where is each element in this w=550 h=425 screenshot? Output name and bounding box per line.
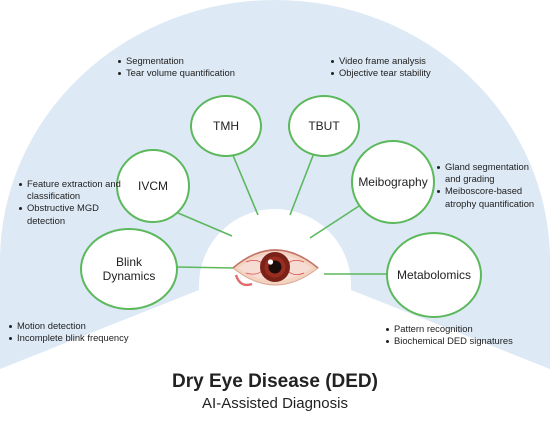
diagram-subtitle: AI-Assisted Diagnosis [202, 395, 348, 412]
connector-tmh [231, 152, 259, 216]
list-item: Incomplete blink frequency [8, 332, 168, 344]
node-blink-dynamics: Blink Dynamics [80, 228, 178, 310]
ivcm-bullets: Feature extraction and classification Ob… [18, 178, 126, 227]
list-item: Motion detection [8, 320, 168, 332]
node-label: Metabolomics [396, 267, 472, 282]
node-label: TBUT [308, 118, 340, 133]
connector-lines [176, 152, 388, 275]
list-item: Pattern recognition [385, 323, 545, 335]
red-eye-icon [232, 249, 319, 287]
connector-ivcm [177, 212, 233, 237]
meibography-bullets: Gland segmentation and grading Meiboscor… [436, 161, 540, 210]
blink-bullets: Motion detection Incomplete blink freque… [8, 320, 168, 344]
node-tmh: TMH [190, 95, 262, 157]
list-item: Obstructive MGD detection [18, 202, 126, 226]
list-item: Objective tear stability [330, 67, 480, 79]
node-tbut: TBUT [288, 95, 360, 157]
tmh-bullets: Segmentation Tear volume quantification [117, 55, 257, 79]
list-item: Gland segmentation and grading [436, 161, 540, 185]
list-item: Segmentation [117, 55, 257, 67]
diagram-title: Dry Eye Disease (DED) [172, 371, 378, 392]
node-label: TMH [213, 118, 239, 133]
node-label: Meibography [358, 174, 428, 189]
connector-blink [176, 266, 235, 269]
node-meibography: Meibography [351, 140, 435, 224]
node-ivcm: IVCM [116, 149, 190, 223]
tbut-bullets: Video frame analysis Objective tear stab… [330, 55, 480, 79]
node-label: IVCM [138, 178, 168, 193]
list-item: Tear volume quantification [117, 67, 257, 79]
connector-meibography [309, 205, 360, 239]
node-label: Blink Dynamics [102, 254, 156, 283]
connector-tbut [289, 152, 315, 216]
list-item: Feature extraction and classification [18, 178, 126, 202]
node-metabolomics: Metabolomics [386, 232, 482, 318]
metabolomics-bullets: Pattern recognition Biochemical DED sign… [385, 323, 545, 347]
list-item: Biochemical DED signatures [385, 335, 545, 347]
list-item: Meiboscore-based atrophy quantification [436, 185, 540, 209]
list-item: Video frame analysis [330, 55, 480, 67]
